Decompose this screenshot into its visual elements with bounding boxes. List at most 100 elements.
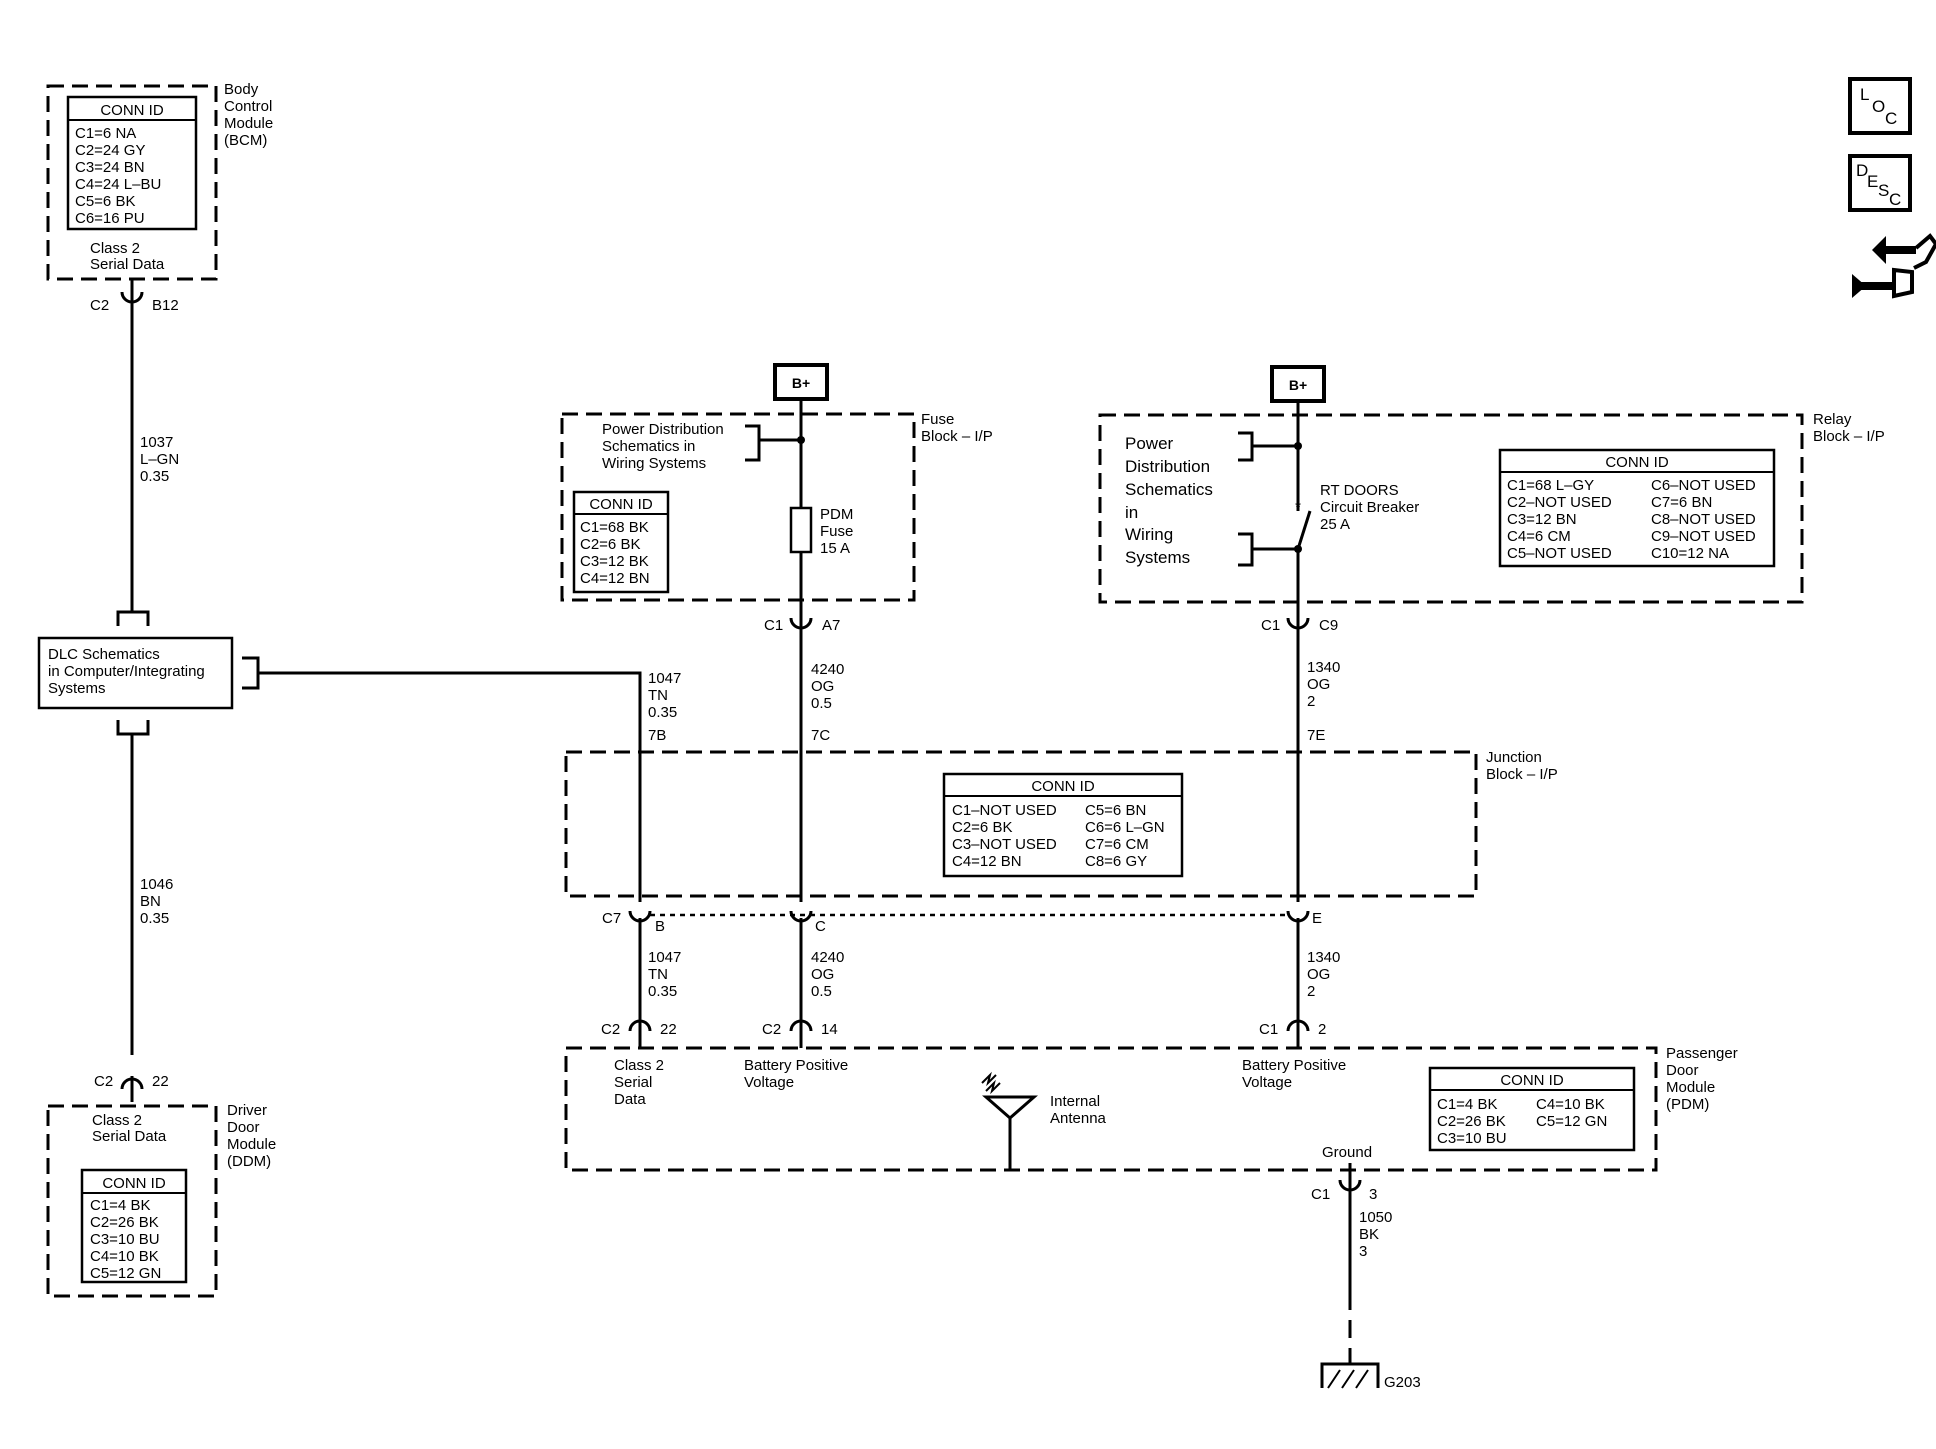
bcm-label: (BCM) <box>224 132 267 149</box>
conn-label: C1 <box>1311 1186 1330 1203</box>
wire-label: 1050 <box>1359 1209 1392 1226</box>
ddm-label: Driver <box>227 1102 267 1119</box>
conn-label: C7 <box>602 910 621 927</box>
bcm-module: CONN ID C1=6 NA C2=24 GY C3=24 BN C4=24 … <box>46 81 273 281</box>
junction-conn-row: C2=6 BK <box>952 819 1012 836</box>
relay-block: Relay Block – I/P Power Distribution Sch… <box>1098 411 1885 604</box>
fuse-block: Fuse Block – I/P Power Distribution Sche… <box>560 411 993 602</box>
ddm-conn-row: C5=12 GN <box>90 1265 161 1282</box>
breaker-mark-icon: * <box>1295 499 1301 516</box>
ddm-sub-label: Class 2 <box>92 1112 142 1129</box>
bplus-label: B+ <box>792 375 810 391</box>
pdm-pin-label: Class 2 <box>614 1057 664 1074</box>
bcm-label: Control <box>224 98 272 115</box>
conn-pin: B <box>655 918 665 935</box>
wire-label: BN <box>140 893 161 910</box>
relay-conn-row: C10=12 NA <box>1651 545 1729 562</box>
junction-conn-row: C1–NOT USED <box>952 802 1057 819</box>
junction-conn-row: C7=6 CM <box>1085 836 1149 853</box>
wire-label: OG <box>1307 966 1330 983</box>
dlc-module: DLC Schematics in Computer/Integrating S… <box>37 610 260 736</box>
fuse-block-label: Block – I/P <box>921 428 993 445</box>
junction-conn-title: CONN ID <box>1031 778 1095 795</box>
antenna-label: Antenna <box>1050 1110 1107 1127</box>
ddm-label: (DDM) <box>227 1153 271 1170</box>
fuse-connector: C1 A7 <box>764 617 840 634</box>
conn-pin: B12 <box>152 297 179 314</box>
relay-ref: Schematics <box>1125 480 1213 499</box>
pdm-pin-label: Serial <box>614 1074 652 1091</box>
bcm-conn-title: CONN ID <box>100 102 164 119</box>
wire-label: 2 <box>1307 983 1315 1000</box>
ddm-sub-label: Serial Data <box>92 1128 167 1145</box>
wire-label: 1046 <box>140 876 173 893</box>
wire-label: OG <box>1307 676 1330 693</box>
wire-label: 1047 <box>648 670 681 687</box>
fuse-conn-title: CONN ID <box>589 496 653 513</box>
conn-label: C1 <box>764 617 783 634</box>
wire-label: L–GN <box>140 451 179 468</box>
ddm-label: Door <box>227 1119 260 1136</box>
wire-label: BK <box>1359 1226 1379 1243</box>
loc-letter: L <box>1860 85 1869 104</box>
fuse-ref: Wiring Systems <box>602 455 706 472</box>
pdm-pin-label: Voltage <box>744 1074 794 1091</box>
conn-pin: 14 <box>821 1021 838 1038</box>
ddm-module: Class 2 Serial Data CONN ID C1=4 BK C2=2… <box>46 1102 276 1298</box>
bplus-relay: B+ <box>1270 365 1326 403</box>
fuse-conn-row: C1=68 BK <box>580 519 649 536</box>
wire-label: 4240 <box>811 949 844 966</box>
dlc-label: in Computer/Integrating <box>48 663 205 680</box>
desc-letter: E <box>1867 172 1878 191</box>
bcm-sub-label: Serial Data <box>90 256 165 273</box>
description-icon[interactable]: D E S C <box>1848 154 1912 212</box>
wire-label: 0.35 <box>648 704 677 721</box>
junction-label: Junction <box>1486 749 1542 766</box>
conn-label: C2 <box>94 1073 113 1090</box>
junction-label: Block – I/P <box>1486 766 1558 783</box>
troubleshooting-icon[interactable] <box>1852 233 1936 299</box>
pdm-pin-label: Voltage <box>1242 1074 1292 1091</box>
junction-conn-row: C5=6 BN <box>1085 802 1146 819</box>
ground-icon <box>1320 1356 1380 1389</box>
relay-conn-title: CONN ID <box>1605 454 1669 471</box>
wire-label: 0.35 <box>648 983 677 1000</box>
location-icon[interactable]: L O C <box>1848 77 1912 135</box>
fuse-conn-row: C4=12 BN <box>580 570 650 587</box>
bcm-label: Body <box>224 81 259 98</box>
bcm-conn-row: C4=24 L–BU <box>75 176 161 193</box>
ddm-conn-row: C3=10 BU <box>90 1231 160 1248</box>
ground-label: G203 <box>1384 1374 1421 1391</box>
relay-conn-row: C9–NOT USED <box>1651 528 1756 545</box>
pdm-module: Passenger Door Module (PDM) Class 2 Seri… <box>564 1045 1738 1172</box>
conn-pin: 22 <box>660 1021 677 1038</box>
relay-connector: C1 C9 <box>1261 617 1338 634</box>
breaker-label: 25 A <box>1320 516 1350 533</box>
fuse-label: Fuse <box>820 523 853 540</box>
jb-connector-c7: C7 B C E <box>602 910 1322 935</box>
pdm-pin-label: Battery Positive <box>1242 1057 1346 1074</box>
wire-label: TN <box>648 687 668 704</box>
antenna-icon <box>981 1071 1038 1170</box>
wire-label: 0.35 <box>140 468 169 485</box>
wire-label: 0.5 <box>811 695 832 712</box>
conn-pin: A7 <box>822 617 840 634</box>
ground-connector: C1 3 <box>1311 1170 1377 1203</box>
conn-label: C2 <box>762 1021 781 1038</box>
relay-conn-row: C4=6 CM <box>1507 528 1571 545</box>
pdm-conn-row: C3=10 BU <box>1437 1130 1507 1147</box>
junction-conn-row: C4=12 BN <box>952 853 1022 870</box>
wire-label: OG <box>811 678 834 695</box>
relay-conn-row: C6–NOT USED <box>1651 477 1756 494</box>
wire-label: 1340 <box>1307 659 1340 676</box>
breaker-label: Circuit Breaker <box>1320 499 1419 516</box>
wire-label: 1340 <box>1307 949 1340 966</box>
conn-label: C1 <box>1261 617 1280 634</box>
loc-letter: C <box>1885 109 1897 128</box>
pdm-conn-row: C5=12 GN <box>1536 1113 1607 1130</box>
bcm-connector: C2 B12 <box>90 279 179 314</box>
conn-label: C1 <box>1259 1021 1278 1038</box>
bcm-conn-row: C6=16 PU <box>75 210 145 227</box>
wire-label: 4240 <box>811 661 844 678</box>
ddm-conn-row: C1=4 BK <box>90 1197 150 1214</box>
